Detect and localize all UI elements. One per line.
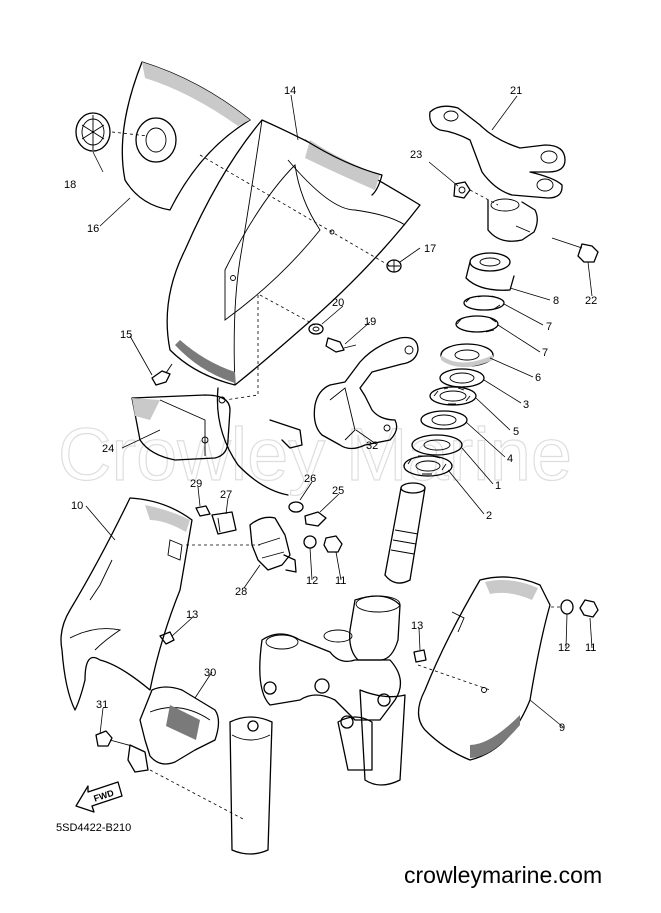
lower-triple-clamp	[259, 595, 402, 721]
label-21: 21	[510, 85, 522, 97]
fwd-arrow: FWD	[75, 781, 123, 813]
part-9-side-panel	[417, 576, 551, 761]
label-17: 17	[424, 243, 436, 255]
leader-lines	[85, 94, 593, 735]
part-26-washer	[288, 501, 304, 513]
part-20-washer	[308, 323, 324, 335]
label-31: 31	[96, 699, 108, 711]
part-2-bearing	[403, 455, 453, 477]
label-14: 14	[284, 85, 296, 97]
part-30-bracket	[127, 686, 220, 773]
part-8-bushing	[465, 252, 515, 291]
part-7-locknut-a	[463, 295, 505, 311]
watermark: Crowley Marine	[58, 413, 572, 496]
label-8: 8	[553, 295, 559, 307]
label-11-left: 11	[335, 575, 346, 587]
label-29: 29	[190, 478, 202, 490]
part-12-washer-right	[560, 599, 574, 615]
site-name: crowleymarine.com	[404, 862, 602, 888]
label-9: 9	[559, 722, 565, 734]
label-15: 15	[120, 329, 132, 341]
stay-plate	[269, 419, 303, 449]
part-17-clip	[386, 259, 402, 273]
label-23: 23	[410, 149, 422, 161]
label-5: 5	[513, 426, 519, 438]
fork-leg-left	[229, 716, 273, 855]
label-26: 26	[304, 473, 316, 485]
label-7a: 7	[546, 321, 552, 333]
part-31-bolt	[95, 730, 133, 747]
part-24-stay	[131, 394, 231, 461]
fork-leg-right	[337, 689, 406, 786]
part-6-cover	[440, 343, 494, 367]
part-22-bolt	[551, 237, 599, 263]
label-30: 30	[204, 667, 216, 679]
label-10: 10	[71, 500, 83, 512]
part-15-bolt	[151, 363, 173, 386]
part-1-race	[411, 434, 463, 456]
part-32-bracket	[313, 336, 419, 450]
part-10-side-panel	[60, 497, 193, 711]
label-32: 32	[366, 440, 378, 452]
part-labels: 14 21 23 18 16 17 22 8 7 7 6 3 5 4 1 2 2…	[64, 85, 597, 734]
steering-stem	[384, 482, 426, 584]
label-1: 1	[495, 480, 501, 492]
part-27-holder	[211, 511, 237, 535]
part-13-nut-left	[159, 631, 175, 645]
label-19: 19	[364, 316, 376, 328]
label-18: 18	[64, 179, 76, 191]
part-4-race	[420, 410, 468, 430]
label-25: 25	[332, 485, 344, 497]
label-11-right: 11	[585, 642, 596, 654]
part-29-screw	[195, 505, 211, 517]
label-20: 20	[332, 297, 344, 309]
label-24: 24	[102, 443, 114, 455]
label-16: 16	[87, 223, 99, 235]
part-13-nut-right	[413, 649, 427, 663]
part-5-bearing	[429, 386, 477, 406]
label-28: 28	[235, 586, 247, 598]
label-13-right: 13	[411, 620, 423, 632]
part-3-race	[439, 368, 485, 388]
label-12-left: 12	[306, 575, 318, 587]
label-2: 2	[486, 510, 492, 522]
label-27: 27	[220, 489, 232, 501]
stay-rod	[216, 387, 289, 496]
part-21-upper-bracket	[429, 105, 566, 242]
svg-text:FWD: FWD	[92, 788, 115, 804]
assembly-lines	[111, 131, 560, 821]
label-22: 22	[585, 295, 597, 307]
part-11-bolt-left	[323, 535, 343, 553]
part-28-clamp	[249, 516, 297, 573]
part-19-bolt	[325, 337, 357, 353]
label-6: 6	[535, 372, 541, 384]
part-18-emblem	[75, 112, 111, 152]
part-16-panel	[121, 61, 251, 211]
part-14-front-cowl	[166, 119, 421, 386]
diagram-code: 5SD4422-B210	[56, 822, 131, 834]
label-7b: 7	[542, 347, 548, 359]
label-12-right: 12	[558, 642, 570, 654]
part-12-washer-left	[303, 535, 317, 549]
part-25-bolt	[304, 511, 327, 527]
part-11-bolt-right	[579, 599, 599, 618]
label-4: 4	[507, 453, 513, 465]
part-7-locknut-b	[455, 315, 499, 333]
part-23-nut	[453, 181, 471, 199]
label-13-left: 13	[186, 609, 198, 621]
label-3: 3	[523, 399, 529, 411]
